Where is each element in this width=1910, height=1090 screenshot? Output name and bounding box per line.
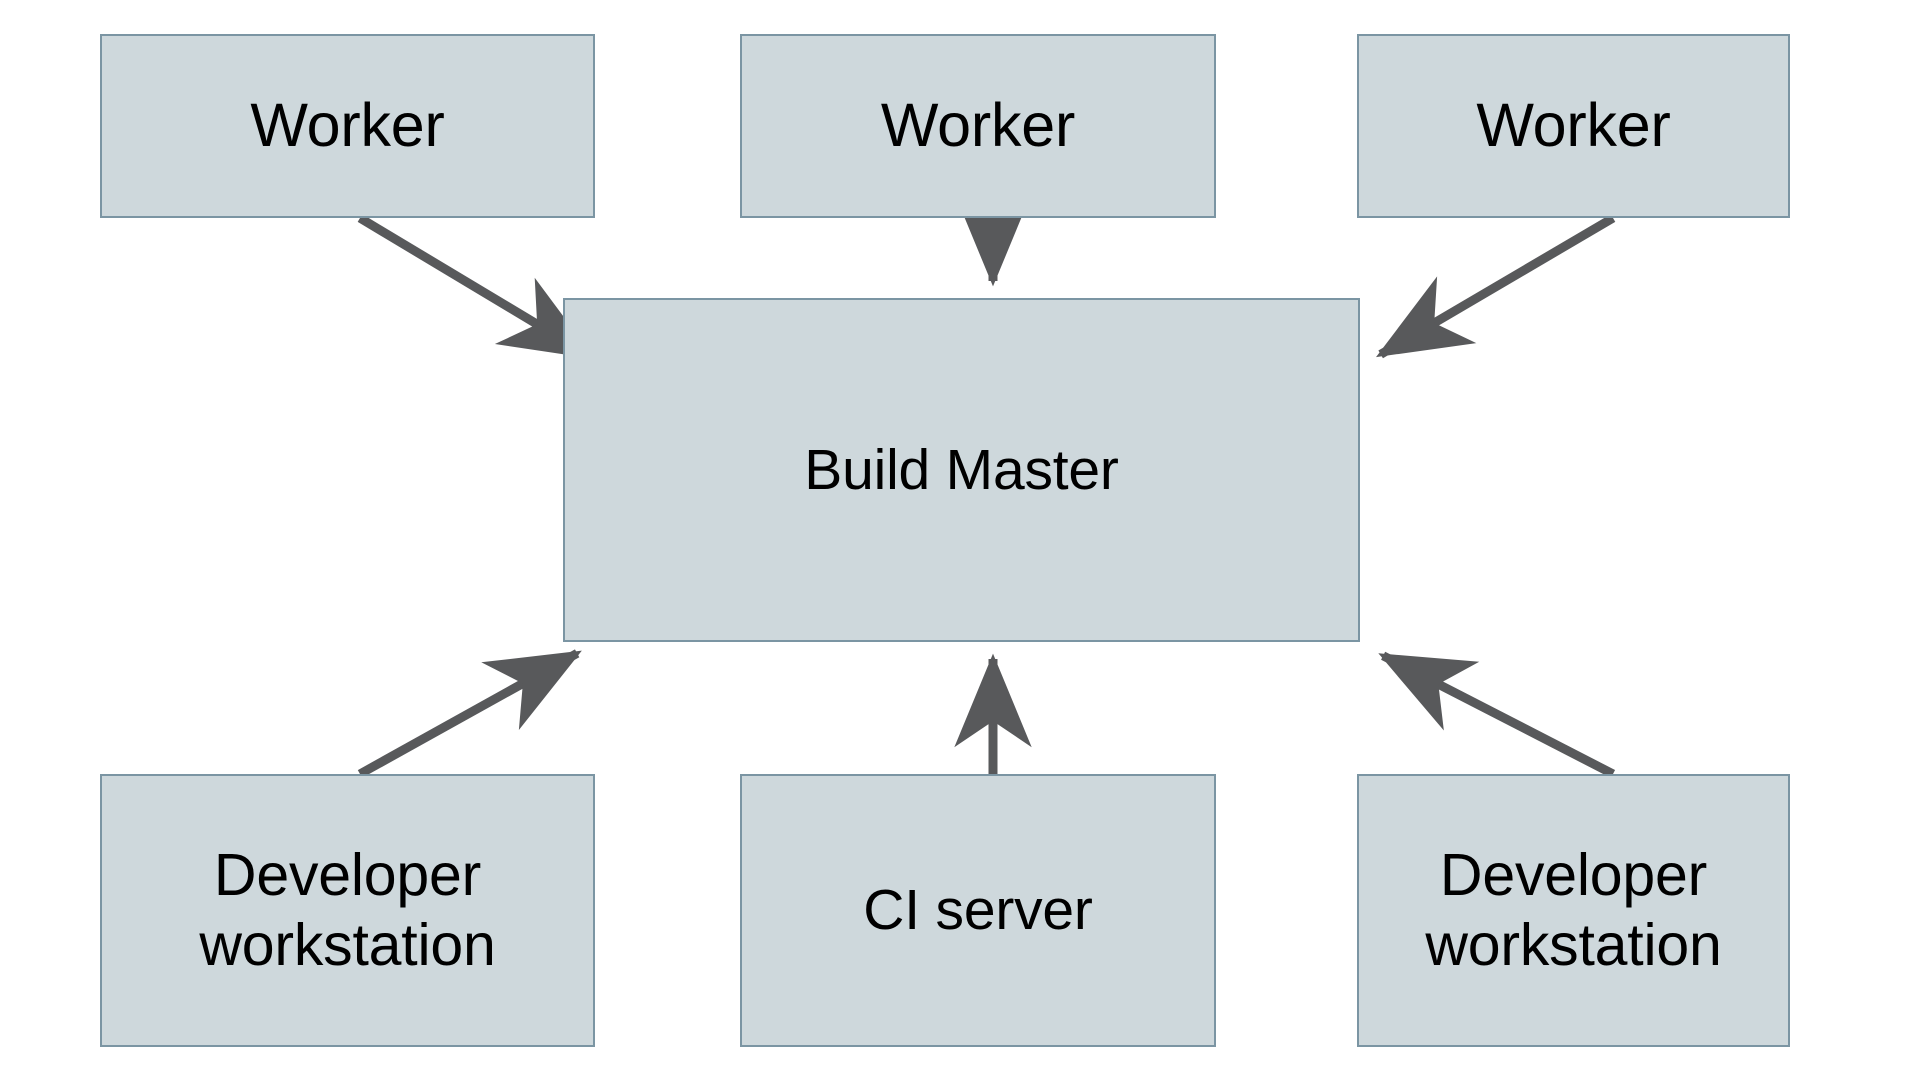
node-worker-center[interactable]: Worker (740, 34, 1216, 218)
node-label: Worker (1476, 91, 1671, 160)
node-ci-server[interactable]: CI server (740, 774, 1216, 1047)
node-label: Build Master (804, 437, 1119, 502)
node-label: Developer workstation (199, 842, 496, 978)
node-worker-left[interactable]: Worker (100, 34, 595, 218)
edge-dev-left-to-master (357, 649, 582, 778)
node-developer-workstation-left[interactable]: Developer workstation (100, 774, 595, 1047)
edge-worker-left-to-master (357, 214, 596, 361)
edge-dev-right-to-master (1378, 651, 1616, 779)
node-developer-workstation-right[interactable]: Developer workstation (1357, 774, 1790, 1047)
node-build-master[interactable]: Build Master (563, 298, 1360, 642)
node-worker-right[interactable]: Worker (1357, 34, 1790, 218)
node-label: Worker (880, 91, 1076, 160)
node-label: CI server (863, 878, 1093, 943)
node-label: Worker (250, 91, 445, 160)
edge-worker-right-to-master (1376, 214, 1616, 359)
node-label: Developer workstation (1425, 842, 1722, 978)
